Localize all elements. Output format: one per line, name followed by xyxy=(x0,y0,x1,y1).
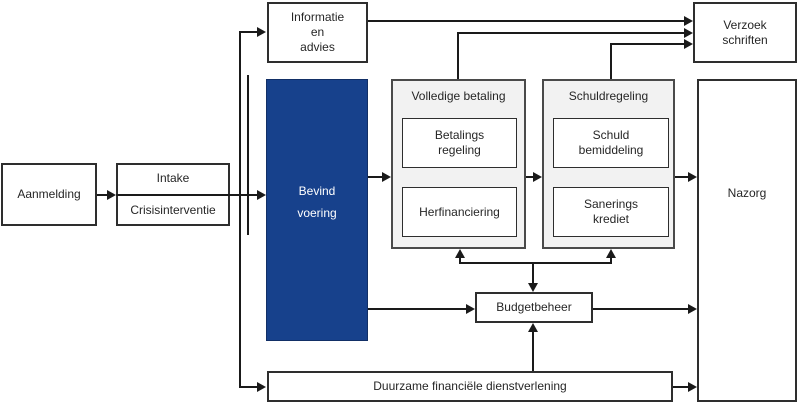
node-aanmelding: Aanmelding xyxy=(1,163,97,226)
node-betalingsregeling: Betalings regeling xyxy=(402,118,517,168)
nazorg-label: Nazorg xyxy=(727,186,767,200)
arrowhead-into-schuldregeling xyxy=(533,172,542,182)
edge-bevindvoering-volledige-line xyxy=(368,176,383,178)
edge-duurzame-nazorg-line xyxy=(673,386,689,388)
informatie-line3: advies xyxy=(300,40,335,54)
arrowhead-into-nazorg-2 xyxy=(688,304,697,314)
edge-schuldregeling-nazorg-line xyxy=(675,176,689,178)
arrowhead-into-nazorg-3 xyxy=(688,382,697,392)
arrowhead-into-duurzame xyxy=(257,382,266,392)
edge-branch-to-duurzame-line xyxy=(239,386,258,388)
informatie-line2: en xyxy=(310,25,325,39)
arrowhead-up-into-volledige xyxy=(455,249,465,258)
schuldbemiddeling-line1: Schuld xyxy=(592,128,630,142)
node-intake-label-bottom: Crisisinterventie xyxy=(130,203,216,217)
edge-aanmelding-intake-line xyxy=(97,194,108,196)
edge-connector-left-vline xyxy=(459,257,461,264)
budgetbeheer-label: Budgetbeheer xyxy=(496,300,572,314)
duurzame-label: Duurzame financiële dienstverlening xyxy=(373,379,567,393)
saneringskrediet-line1: Sanerings xyxy=(583,197,639,211)
node-herfinanciering: Herfinanciering xyxy=(402,187,517,237)
verzoekschriften-line1: Verzoek xyxy=(723,17,767,32)
bevindvoering-line2: voering xyxy=(297,206,337,220)
node-nazorg: Nazorg xyxy=(697,79,797,402)
edge-informatie-verzoekschriften-line xyxy=(368,20,685,22)
arrowhead-into-bevindvoering xyxy=(257,190,266,200)
arrowhead-into-volledige xyxy=(382,172,391,182)
arrowhead-into-intake xyxy=(107,190,116,200)
node-duurzame-dienstverlening: Duurzame financiële dienstverlening xyxy=(267,371,673,402)
arrowhead-up-into-schuldregeling xyxy=(606,249,616,258)
node-schuldbemiddeling: Schuld bemiddeling xyxy=(553,118,669,168)
edge-volledige-verzoek-hline xyxy=(457,32,685,34)
edge-branch-to-informatie-line xyxy=(239,31,258,33)
node-aanmelding-label: Aanmelding xyxy=(17,187,81,201)
node-budgetbeheer: Budgetbeheer xyxy=(475,292,593,323)
edge-duurzame-budgetbeheer-vline xyxy=(532,331,534,371)
edge-connector-hline xyxy=(459,262,612,264)
arrowhead-into-verzoekschriften-3 xyxy=(684,39,693,49)
edge-budgetbeheer-nazorg-line xyxy=(593,308,689,310)
bevindvoering-line1: Bevind xyxy=(298,184,336,198)
edge-volledige-schuldregeling-line xyxy=(526,176,534,178)
node-intake-label-top: Intake xyxy=(156,171,190,185)
schuldbemiddeling-line2: bemiddeling xyxy=(578,143,644,157)
arrowhead-into-verzoekschriften-1 xyxy=(684,16,693,26)
arrowhead-into-verzoekschriften-2 xyxy=(684,28,693,38)
node-saneringskrediet: Sanerings krediet xyxy=(553,187,669,237)
node-verzoekschriften: Verzoek schriften xyxy=(693,2,797,63)
edge-intake-bevindvoering-line xyxy=(116,194,257,196)
edge-bevindvoering-budgetbeheer-line xyxy=(368,308,467,310)
group-volledige-betaling-title: Volledige betaling xyxy=(411,89,506,103)
edge-schuldregeling-verzoek-hline xyxy=(610,43,685,45)
betalingsregeling-line2: regeling xyxy=(438,143,481,157)
betalingsregeling-line1: Betalings xyxy=(434,128,485,142)
arrowhead-into-nazorg-1 xyxy=(688,172,697,182)
edge-schuldregeling-verzoek-vline xyxy=(610,43,612,79)
arrowhead-up-into-budgetbeheer xyxy=(528,323,538,332)
edge-volledige-verzoek-vline xyxy=(457,32,459,79)
node-bevindvoering: Bevind voering xyxy=(266,79,368,341)
edge-connector-right-vline xyxy=(610,257,612,264)
informatie-line1: Informatie xyxy=(290,10,345,24)
edge-connector-down-vline xyxy=(532,263,534,284)
arrowhead-into-budgetbeheer-left xyxy=(466,304,475,314)
edge-branch-trunk xyxy=(239,31,241,388)
herfinanciering-label: Herfinanciering xyxy=(419,204,500,219)
group-schuldregeling-title: Schuldregeling xyxy=(568,89,649,103)
verzoekschriften-line2: schriften xyxy=(722,32,768,47)
saneringskrediet-line2: krediet xyxy=(592,212,630,226)
arrowhead-down-into-budgetbeheer xyxy=(528,283,538,292)
arrowhead-into-informatie xyxy=(257,27,266,37)
node-informatie-en-advies: Informatie en advies xyxy=(267,2,368,63)
edge-branch-parallel-stub xyxy=(247,75,249,235)
